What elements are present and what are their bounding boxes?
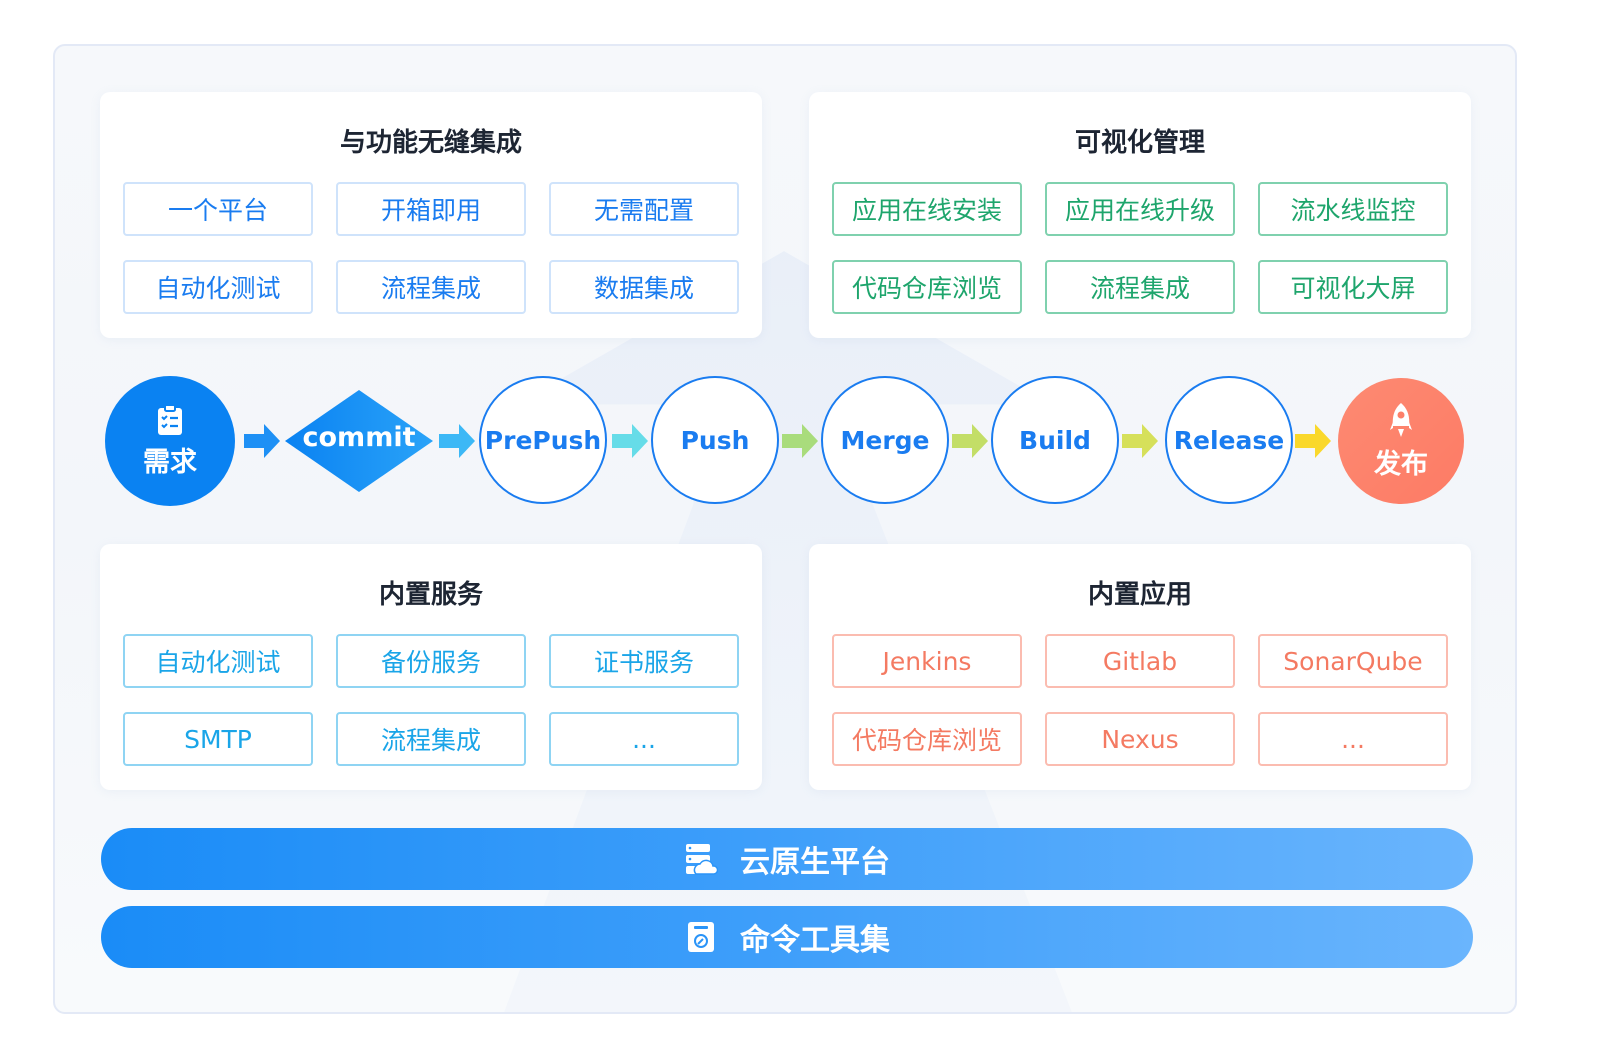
- flow-arrow-icon: [952, 424, 988, 458]
- stage-node-release[interactable]: Release: [1165, 376, 1293, 504]
- command-toolset-bar[interactable]: 命令工具集: [101, 906, 1473, 968]
- tag-item[interactable]: 流水线监控: [1258, 182, 1448, 236]
- tag-item[interactable]: Gitlab: [1045, 634, 1235, 688]
- tag-item[interactable]: 应用在线安装: [832, 182, 1022, 236]
- server-cloud-icon: [686, 844, 718, 875]
- diagram-frame: 与功能无缝集成 一个平台 开箱即用 无需配置 自动化测试 流程集成 数据集成 可…: [53, 44, 1517, 1014]
- tag-item[interactable]: SMTP: [123, 712, 313, 766]
- flow-arrow-icon: [1295, 424, 1331, 458]
- tag-item[interactable]: 流程集成: [336, 712, 526, 766]
- stage-node-push[interactable]: Push: [651, 376, 779, 504]
- flow-arrow-icon: [244, 424, 280, 458]
- tag-item[interactable]: 备份服务: [336, 634, 526, 688]
- tag-item[interactable]: 自动化测试: [123, 260, 313, 314]
- cloud-native-platform-bar[interactable]: 云原生平台: [101, 828, 1473, 890]
- stage-node-prepush[interactable]: PrePush: [479, 376, 607, 504]
- panel-visual-management: 可视化管理 应用在线安装 应用在线升级 流水线监控 代码仓库浏览 流程集成 可视…: [809, 92, 1471, 338]
- flow-arrow-icon: [782, 424, 818, 458]
- tag-item[interactable]: ...: [1258, 712, 1448, 766]
- toolbox-icon: [688, 922, 714, 952]
- start-node-label: 需求: [143, 446, 197, 478]
- clipboard-checklist-icon: [158, 403, 182, 435]
- flow-arrow-icon: [439, 424, 475, 458]
- panel-title: 内置应用: [1087, 580, 1192, 610]
- tag-item[interactable]: 流程集成: [336, 260, 526, 314]
- tag-item[interactable]: 可视化大屏: [1258, 260, 1448, 314]
- tag-item[interactable]: 开箱即用: [336, 182, 526, 236]
- tag-item[interactable]: 数据集成: [549, 260, 739, 314]
- end-node-release[interactable]: 发布: [1338, 378, 1464, 504]
- panel-builtin-apps: 内置应用 Jenkins Gitlab SonarQube 代码仓库浏览 Nex…: [809, 544, 1471, 790]
- command-toolset-label: 命令工具集: [740, 923, 890, 958]
- tag-item[interactable]: Nexus: [1045, 712, 1235, 766]
- tag-item[interactable]: Jenkins: [832, 634, 1022, 688]
- start-node-requirement[interactable]: 需求: [105, 376, 235, 506]
- panel-seamless-integration: 与功能无缝集成 一个平台 开箱即用 无需配置 自动化测试 流程集成 数据集成: [100, 92, 762, 338]
- tag-item[interactable]: 自动化测试: [123, 634, 313, 688]
- tag-item[interactable]: 流程集成: [1045, 260, 1235, 314]
- panel-title: 与功能无缝集成: [339, 128, 522, 158]
- commit-label: commit: [302, 422, 416, 453]
- tag-item[interactable]: 无需配置: [549, 182, 739, 236]
- flow-arrow-icon: [1122, 424, 1158, 458]
- tag-item[interactable]: 代码仓库浏览: [832, 712, 1022, 766]
- panel-builtin-services: 内置服务 自动化测试 备份服务 证书服务 SMTP 流程集成 ...: [100, 544, 762, 790]
- tag-item[interactable]: ...: [549, 712, 739, 766]
- commit-diamond[interactable]: [283, 388, 435, 494]
- tag-item[interactable]: 代码仓库浏览: [832, 260, 1022, 314]
- tag-item[interactable]: 应用在线升级: [1045, 182, 1235, 236]
- flow-arrow-icon: [612, 424, 648, 458]
- panel-title: 内置服务: [378, 580, 483, 610]
- tag-item[interactable]: SonarQube: [1258, 634, 1448, 688]
- stage-node-build[interactable]: Build: [991, 376, 1119, 504]
- tag-item[interactable]: 证书服务: [549, 634, 739, 688]
- background-arrow-shape: [504, 251, 1072, 1012]
- stage-node-merge[interactable]: Merge: [821, 376, 949, 504]
- rocket-icon: [1390, 402, 1412, 437]
- cloud-native-platform-label: 云原生平台: [740, 845, 890, 880]
- end-node-label: 发布: [1374, 448, 1428, 480]
- tag-item[interactable]: 一个平台: [123, 182, 313, 236]
- panel-title: 可视化管理: [1074, 128, 1205, 158]
